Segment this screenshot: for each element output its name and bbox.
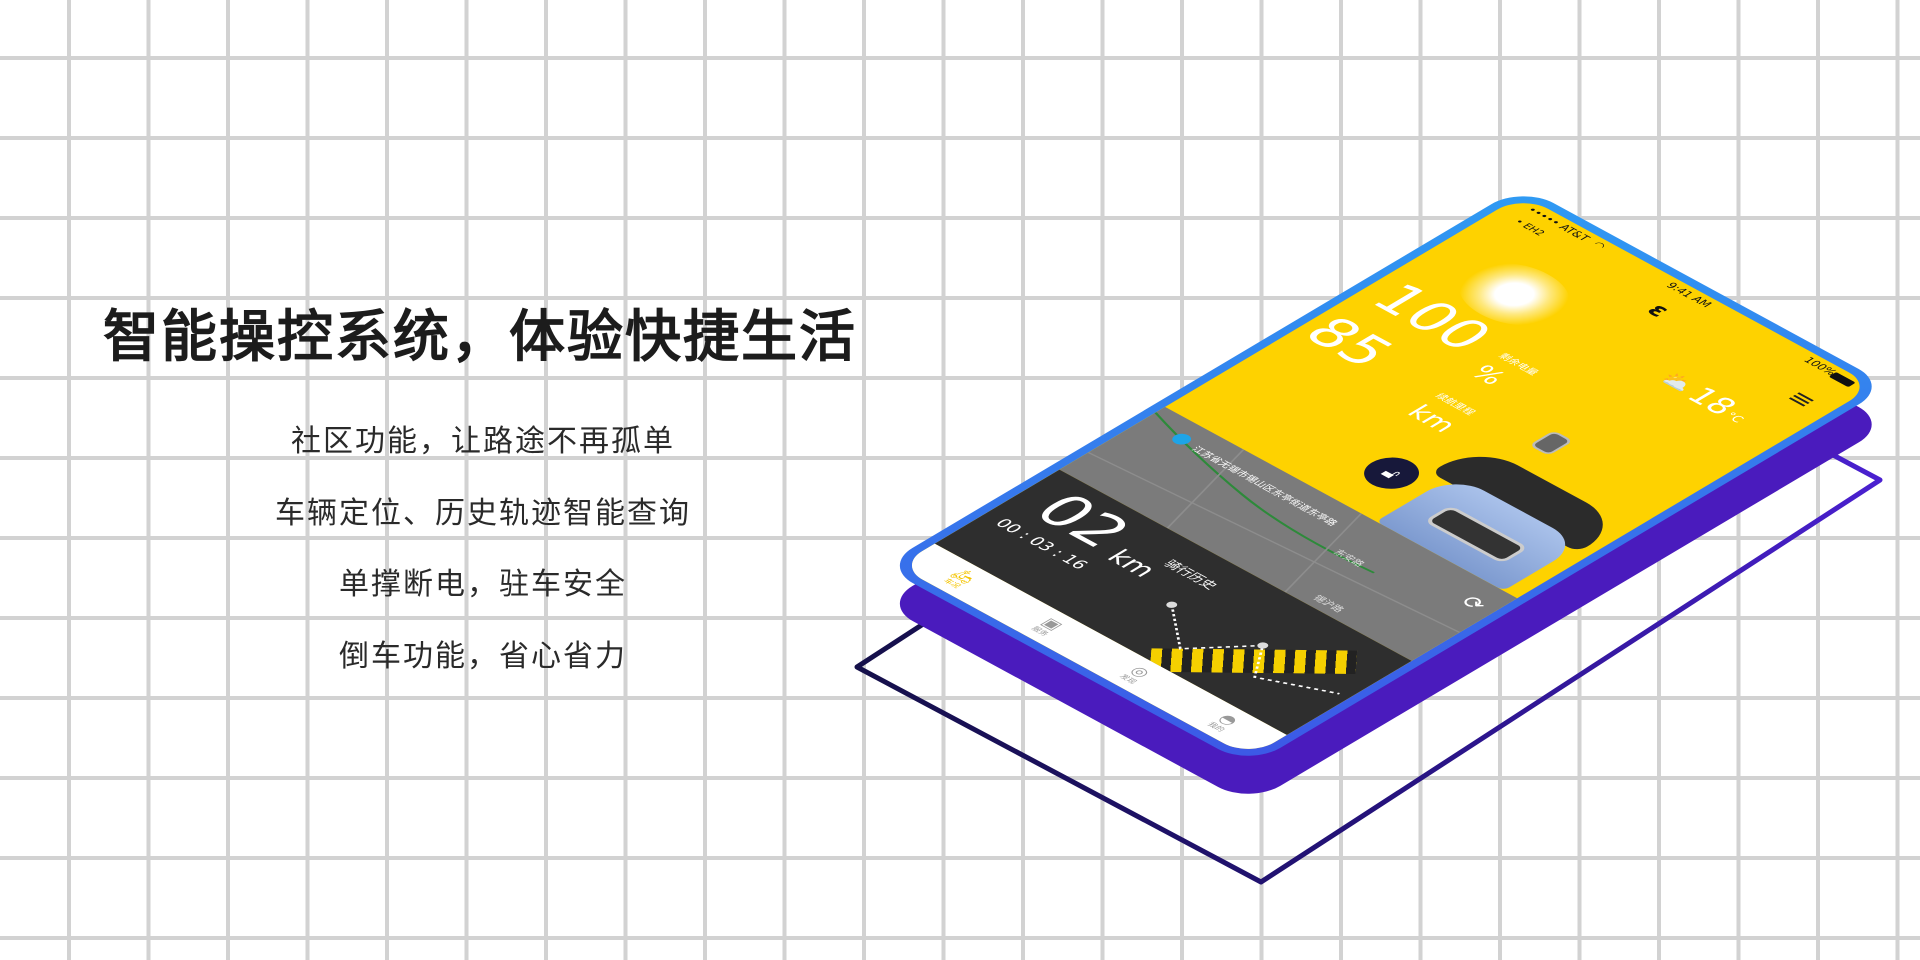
menu-icon[interactable]: ≡: [1778, 385, 1826, 413]
feature-item: 单撑断电，驻车安全: [339, 567, 627, 602]
page-headline: 智能操控系统，体验快捷生活: [103, 305, 857, 370]
lock-icon: 🔓︎: [1375, 464, 1408, 483]
ride-history-panel[interactable]: 02 km 骑行历史 00 : 03 : 16: [934, 469, 1412, 736]
battery-icon: [1828, 372, 1856, 388]
feature-item: 社区功能，让路途不再孤单: [291, 424, 675, 459]
wifi-icon: ◠: [1589, 240, 1609, 252]
track-node: [1166, 601, 1178, 608]
battery-unit: %: [1463, 360, 1513, 390]
feature-list: 社区功能，让路途不再孤单 车辆定位、历史轨迹智能查询 单撑断电，驻车安全 倒车功…: [240, 420, 726, 706]
feature-item: 倒车功能，省心省力: [339, 638, 627, 674]
brand-logo-icon: ɛ: [1639, 300, 1676, 322]
lock-button[interactable]: 🔓︎: [1352, 451, 1431, 496]
track-node: [1257, 642, 1269, 649]
phone-mockup: ••••• AT&T ◠ 9:41 AM 100% • EH2 ɛ ≡ 100 …: [881, 186, 1890, 767]
route-line: [1087, 412, 1461, 633]
ride-track: [1166, 601, 1340, 695]
feature-item: 车辆定位、历史轨迹智能查询: [275, 495, 691, 531]
map-view[interactable]: ● 江苏省无锡市锡山区东亭街道东亭路 东安路 锡沪路 ⟳: [1059, 406, 1518, 661]
phone-screen: ••••• AT&T ◠ 9:41 AM 100% • EH2 ɛ ≡ 100 …: [897, 194, 1875, 758]
scooter-mirror: [1528, 430, 1574, 456]
